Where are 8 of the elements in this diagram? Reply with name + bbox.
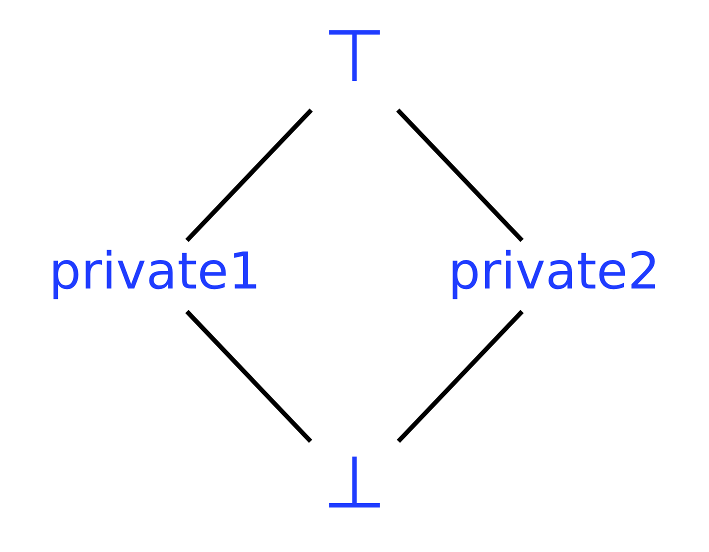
- node-text: ⊥: [322, 441, 386, 526]
- connector: [396, 108, 524, 242]
- connector: [396, 310, 524, 443]
- node-text: ⊤: [322, 14, 386, 99]
- connector: [185, 310, 312, 443]
- connector: [185, 108, 313, 242]
- node-text: private2: [448, 242, 660, 301]
- node-text: private1: [48, 242, 261, 301]
